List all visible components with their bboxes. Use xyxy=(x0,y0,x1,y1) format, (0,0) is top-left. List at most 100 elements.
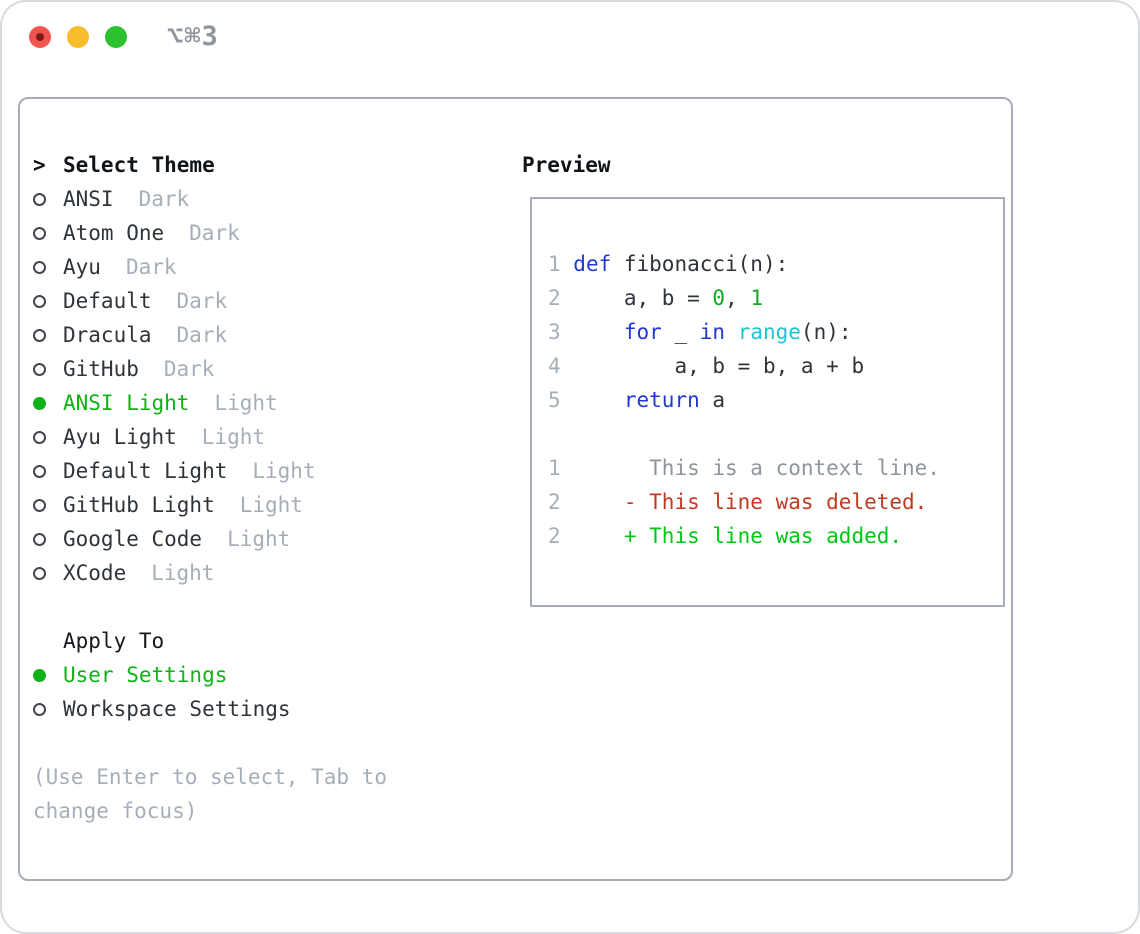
radio-marker xyxy=(33,566,63,580)
close-button[interactable] xyxy=(29,26,51,48)
code-segment: + This line was added. xyxy=(623,524,903,548)
radio-unselected-icon xyxy=(33,702,46,716)
radio-marker xyxy=(33,498,63,512)
code-segment: range xyxy=(737,320,801,344)
window-title: ⌥⌘3 xyxy=(167,21,219,52)
theme-variant-tag: Light xyxy=(214,391,278,415)
radio-unselected-icon xyxy=(33,294,46,308)
theme-variant-tag: Dark xyxy=(163,357,215,381)
radio-marker xyxy=(33,328,63,342)
radio-marker xyxy=(33,260,63,274)
radio-unselected-icon xyxy=(33,362,46,376)
code-line: 3 for _ in range(n): xyxy=(548,315,1003,349)
option-label: Ayu xyxy=(63,255,101,279)
zoom-button[interactable] xyxy=(105,26,127,48)
code-segment: - This line was deleted. xyxy=(623,490,928,514)
apply-option[interactable]: Workspace Settings xyxy=(33,692,483,726)
line-number: 2 xyxy=(548,286,574,310)
theme-option[interactable]: Default Light Light xyxy=(33,454,483,488)
cursor-marker: > xyxy=(33,153,63,177)
radio-unselected-icon xyxy=(33,498,46,512)
code-segment: def xyxy=(573,252,612,276)
code-segment: for xyxy=(623,320,662,344)
apply-option[interactable]: User Settings xyxy=(33,658,483,692)
titlebar: ⌥⌘3 xyxy=(0,0,1140,74)
chevron-right-icon: > xyxy=(33,153,46,177)
code-segment: return xyxy=(623,388,700,412)
radio-selected-icon xyxy=(33,668,46,682)
code-segment: This is a context line. xyxy=(573,456,940,480)
option-label: Workspace Settings xyxy=(63,697,291,721)
code-segment xyxy=(573,524,624,548)
apply-to-header: Apply To xyxy=(33,624,483,658)
radio-unselected-icon xyxy=(33,192,46,206)
select-theme-title: Select Theme xyxy=(63,153,215,177)
theme-variant-tag: Light xyxy=(239,493,303,517)
line-number: 1 xyxy=(548,252,574,276)
minimize-button[interactable] xyxy=(67,26,89,48)
code-segment: a xyxy=(699,388,726,412)
option-label: GitHub xyxy=(63,357,139,381)
radio-unselected-icon xyxy=(33,226,46,240)
select-theme-header: > Select Theme xyxy=(33,148,483,182)
option-label: GitHub Light xyxy=(63,493,215,517)
theme-variant-tag: Light xyxy=(151,561,215,585)
theme-variant-tag: Dark xyxy=(138,187,190,211)
code-segment: in xyxy=(699,320,726,344)
option-label: Default Light xyxy=(63,459,228,483)
keyboard-hint-line-1: (Use Enter to select, Tab to xyxy=(33,765,388,789)
code-segment: a, b = b, a + b xyxy=(573,354,865,378)
code-line: 1 def fibonacci(n): xyxy=(548,247,1003,281)
radio-unselected-icon xyxy=(33,532,46,546)
diff-line: 1 This is a context line. xyxy=(548,451,1003,485)
line-number: 4 xyxy=(548,354,574,378)
option-label: Atom One xyxy=(63,221,165,245)
radio-marker xyxy=(33,702,63,716)
radio-unselected-icon xyxy=(33,566,46,580)
theme-option[interactable]: Default Dark xyxy=(33,284,483,318)
line-number: 3 xyxy=(548,320,574,344)
keyboard-hint-line-2: change focus) xyxy=(33,799,198,823)
theme-variant-tag: Light xyxy=(252,459,316,483)
radio-unselected-icon xyxy=(33,430,46,444)
radio-unselected-icon xyxy=(33,464,46,478)
code-line: 2 a, b = 0, 1 xyxy=(548,281,1003,315)
theme-option[interactable]: GitHub Dark xyxy=(33,352,483,386)
diff-line: 2 - This line was deleted. xyxy=(548,485,1003,519)
radio-marker xyxy=(33,464,63,478)
theme-option[interactable]: GitHub Light Light xyxy=(33,488,483,522)
diff-sample: 1 This is a context line.2 - This line w… xyxy=(548,451,1003,553)
code-line: 4 a, b = b, a + b xyxy=(548,349,1003,383)
code-segment: , xyxy=(725,286,751,310)
code-segment: fibonacci(n): xyxy=(611,252,789,276)
option-label: Default xyxy=(63,289,152,313)
code-segment xyxy=(725,320,738,344)
radio-marker xyxy=(33,362,63,376)
option-label: Google Code xyxy=(63,527,203,551)
code-segment xyxy=(573,320,624,344)
preview-column: Preview 1 def fibonacci(n):2 a, b = 0, 1… xyxy=(502,148,1005,607)
code-segment xyxy=(573,388,624,412)
code-segment: _ xyxy=(661,320,700,344)
radio-marker xyxy=(33,532,63,546)
line-number: 2 xyxy=(548,490,574,514)
radio-unselected-icon xyxy=(33,260,46,274)
theme-variant-tag: Dark xyxy=(176,289,228,313)
radio-marker xyxy=(33,294,63,308)
theme-variant-tag: Light xyxy=(201,425,266,449)
code-segment xyxy=(573,490,624,514)
